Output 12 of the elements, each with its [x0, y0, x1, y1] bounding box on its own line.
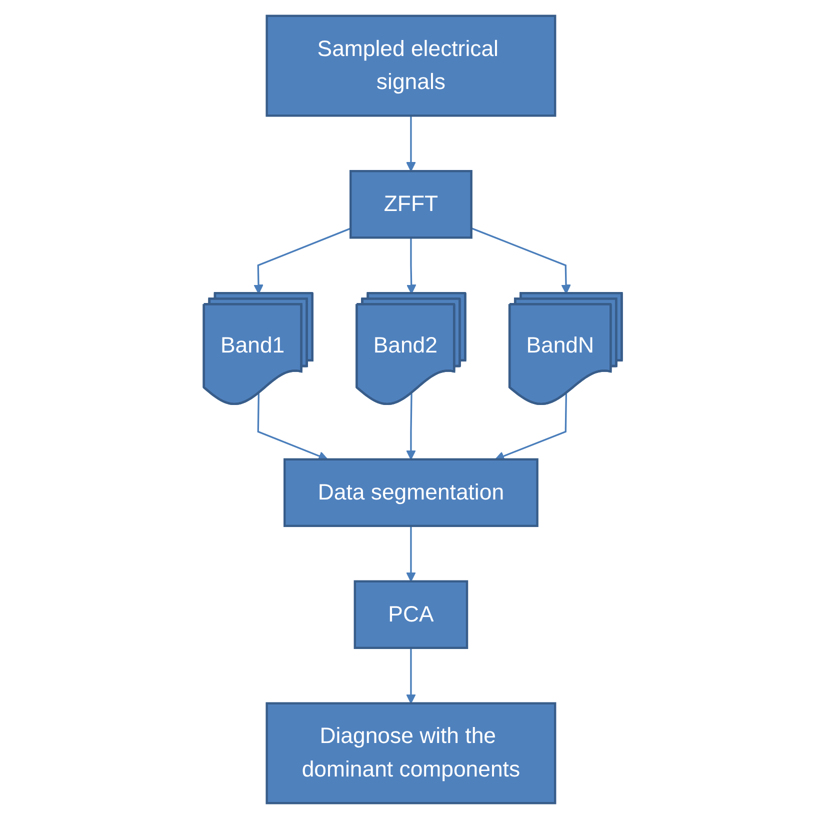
node-box: Diagnose with the dominant components	[265, 702, 556, 804]
arrow	[406, 648, 416, 704]
arrow	[406, 393, 416, 460]
arrow	[406, 526, 416, 582]
node-box: Sampled electrical signals	[265, 14, 556, 117]
arrow	[406, 116, 416, 172]
node-box: Data segmentation	[283, 458, 538, 528]
arrow	[406, 238, 416, 294]
arrow	[253, 228, 351, 294]
arrow	[470, 227, 571, 294]
node-box: PCA	[354, 580, 468, 649]
node-box: ZFFT	[349, 170, 472, 239]
